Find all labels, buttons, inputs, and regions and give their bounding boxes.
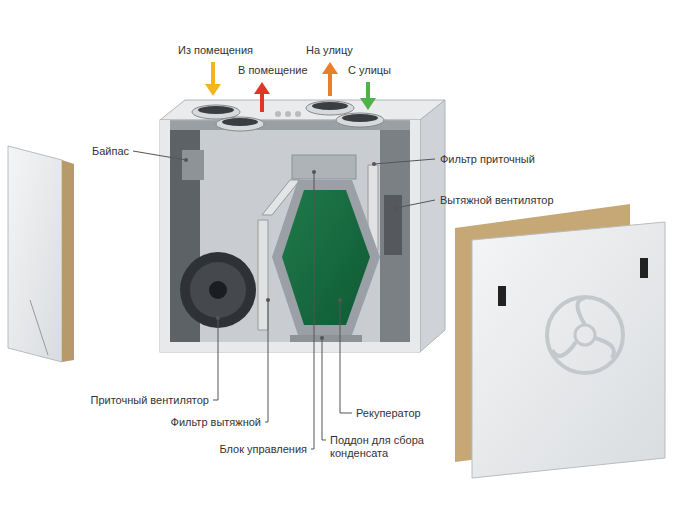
part-label: Рекуператор bbox=[356, 407, 421, 420]
part-label: Фильтр вытяжной bbox=[171, 416, 261, 429]
part-label: Поддон для сбора конденсата bbox=[330, 434, 450, 460]
unit-housing bbox=[160, 100, 445, 352]
part-label: В помещение bbox=[238, 64, 308, 77]
part-label: С улицы bbox=[348, 64, 391, 77]
part-label: Фильтр приточный bbox=[440, 153, 535, 166]
left-door bbox=[8, 146, 74, 362]
right-door bbox=[455, 204, 665, 478]
part-label: Приточный вентилятор bbox=[91, 394, 210, 407]
part-label: Блок управления bbox=[219, 443, 307, 456]
part-label: На улицу bbox=[306, 44, 353, 57]
part-label: Вытяжной вентилятор bbox=[440, 194, 554, 207]
part-label: Байпас bbox=[92, 145, 129, 158]
leader-dots bbox=[184, 158, 398, 340]
part-label: Из помещения bbox=[178, 44, 253, 57]
